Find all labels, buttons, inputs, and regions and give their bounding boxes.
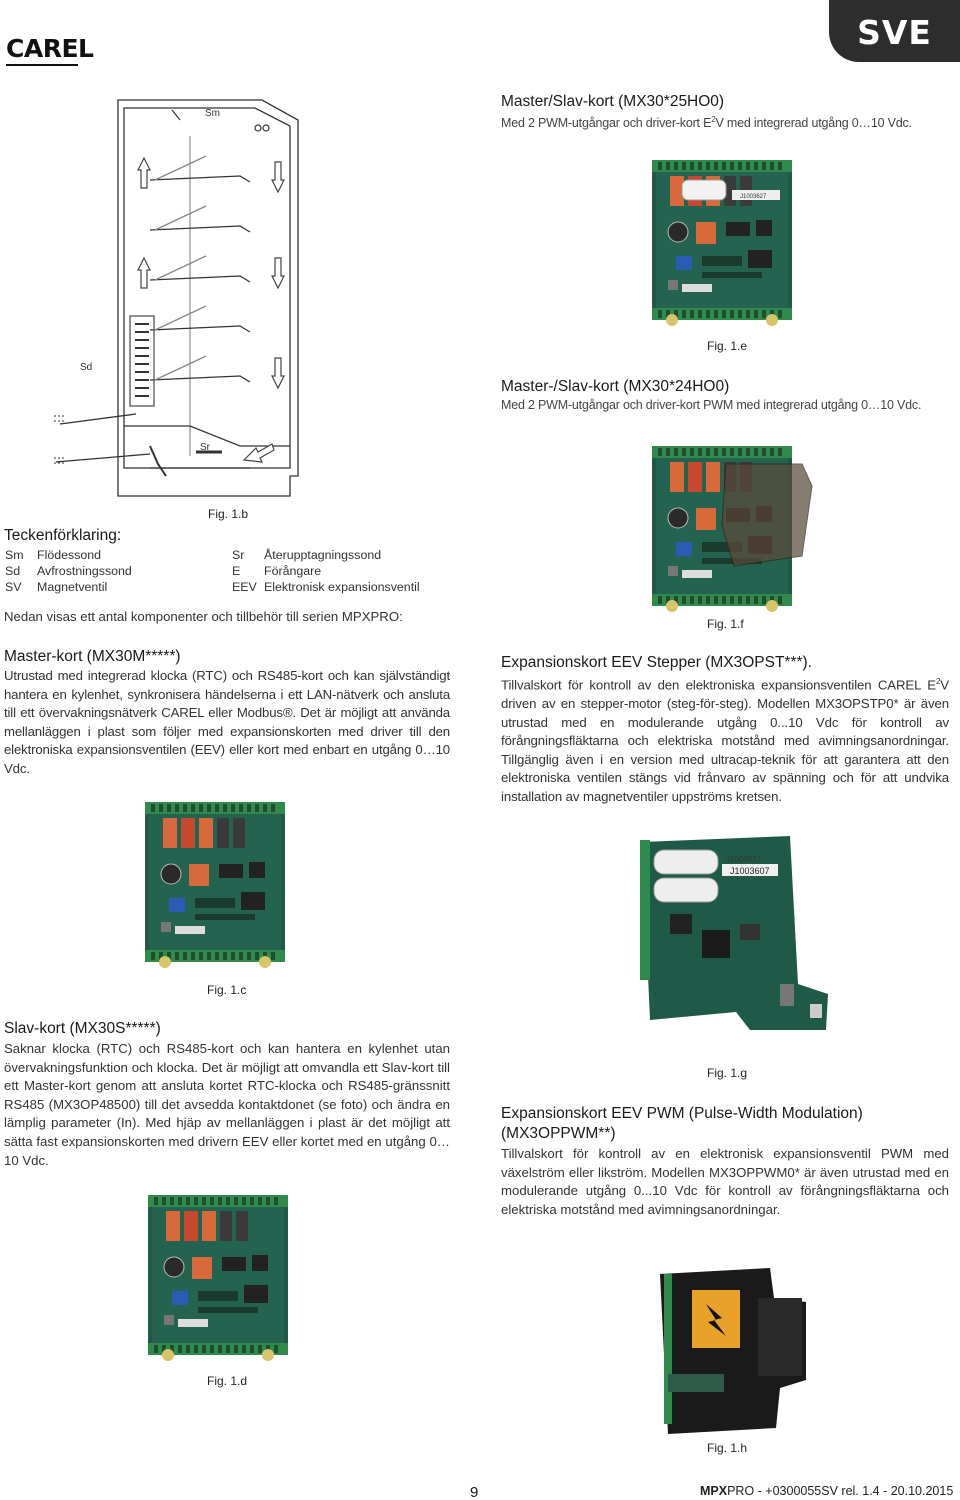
legend-desc: Återupptagningssond	[264, 548, 382, 562]
release-info: MPXPRO - +0300055SV rel. 1.4 - 20.10.201…	[700, 1484, 953, 1498]
legend-code: Sd	[5, 564, 21, 578]
release-brand-bold: MPX	[700, 1484, 728, 1498]
pwm-body: Tillvalskort för kontroll av en elektron…	[501, 1146, 949, 1217]
legend-desc: Förångare	[264, 564, 322, 578]
stepper-title: Expansionskort EEV Stepper (MX3OPST***).	[501, 654, 812, 671]
master-slave-2-subtitle: Med 2 PWM-utgångar och driver-kort PWM m…	[501, 398, 922, 412]
label-sm: Sm	[205, 108, 220, 119]
cabinet-diagram: Sm Sd Sr	[0, 96, 300, 504]
legend-desc: Flödessond	[37, 548, 102, 562]
legend-desc: Avfrostningssond	[37, 564, 132, 578]
legend-row: Sm Flödessond	[5, 547, 132, 563]
label-sr: Sr	[200, 442, 211, 453]
fig-1e-chip-label: J1003627	[740, 194, 767, 200]
fig-1b-caption: Fig. 1.b	[208, 507, 249, 521]
legend-desc: Elektronisk expansionsventil	[264, 580, 420, 594]
label-sd: Sd	[80, 362, 92, 373]
stepper-body-post: V driven av en stepper-motor (steg-för-s…	[501, 677, 949, 804]
release-text: - +0300055SV rel. 1.4 - 20.10.2015	[754, 1484, 954, 1498]
language-tab: SVE	[829, 0, 960, 62]
fig-1c-caption: Fig. 1.c	[207, 983, 247, 997]
fig-1f-caption: Fig. 1.f	[707, 617, 744, 631]
page-number: 9	[470, 1484, 479, 1500]
fig-1e-pcb-photo: J1003627	[652, 160, 797, 330]
fig-1d-caption: Fig. 1.d	[207, 1374, 248, 1388]
master-slave-1-subtitle-sup: 2	[711, 115, 716, 124]
legend-row: Sr Återupptagningssond	[232, 547, 420, 563]
master-slave-1-title: Master/Slav-kort (MX30*25HO0)	[501, 93, 725, 110]
logo-underline	[6, 64, 78, 66]
stepper-body-sup: 2	[935, 677, 941, 686]
slave-body: Saknar klocka (RTC) och RS485-kort och k…	[4, 1041, 450, 1168]
legend-code: E	[232, 564, 241, 578]
legend-desc: Magnetventil	[37, 580, 108, 594]
legend-row: Sd Avfrostningssond	[5, 563, 132, 579]
master-slave-1-subtitle-post: V med integrerad utgång 0…10 Vdc.	[715, 116, 913, 131]
intro-text: Nedan visas ett antal komponenter och ti…	[4, 609, 403, 624]
legend-left: Sm Flödessond Sd Avfrostningssond SV Magnet…	[5, 547, 132, 595]
master-slave-2-title: Master-/Slav-kort (MX30*24HO0)	[501, 378, 730, 395]
legend-code: Sr	[232, 548, 245, 562]
fig-1h-caption: Fig. 1.h	[707, 1441, 748, 1455]
legend-title: Teckenförklaring:	[4, 527, 122, 544]
release-brand-rest: PRO	[727, 1484, 755, 1498]
legend-row: E Förångare	[232, 563, 420, 579]
slave-title: Slav-kort (MX30S*****)	[4, 1020, 161, 1037]
carel-logo: CAREL	[6, 34, 94, 63]
fig-1g-pcb-photo: J1003627 J1003607	[640, 834, 830, 1034]
fig-1h-pcb-photo	[650, 1268, 810, 1438]
fig-1c-pcb-photo	[145, 802, 290, 972]
legend-right: Sr Återupptagningssond E Förångare EEV Elek…	[232, 547, 420, 595]
legend-row: EEV Elektronisk expansionsventil	[232, 579, 420, 595]
fig-1f-pcb-photo	[652, 446, 822, 616]
legend-code: EEV	[232, 580, 257, 594]
master-body: Utrustad med integrerad klocka (RTC) och…	[4, 668, 450, 776]
stepper-body: Tillvalskort för kontroll av den elektro…	[501, 673, 949, 807]
legend-code: SV	[5, 580, 22, 594]
legend-row: SV Magnetventil	[5, 579, 132, 595]
legend-code: Sm	[5, 548, 24, 562]
master-title: Master-kort (MX30M*****)	[4, 648, 181, 665]
stepper-body-pre: Tillvalskort för kontroll av den elektro…	[501, 677, 936, 693]
master-slave-1-subtitle: Med 2 PWM-utgångar och driver-kort E2V m…	[501, 112, 956, 131]
fig-1e-caption: Fig. 1.e	[707, 339, 748, 353]
fig-1g-cap2-label: J1003607	[730, 866, 770, 876]
master-slave-1-subtitle-pre: Med 2 PWM-utgångar och driver-kort E	[501, 116, 712, 131]
pwm-title: Expansionskort EEV PWM (Pulse-Width Modu…	[501, 1105, 863, 1142]
fig-1g-cap1-label: J1003627	[726, 855, 762, 864]
fig-1d-pcb-photo	[148, 1195, 293, 1365]
fig-1g-caption: Fig. 1.g	[707, 1066, 748, 1080]
